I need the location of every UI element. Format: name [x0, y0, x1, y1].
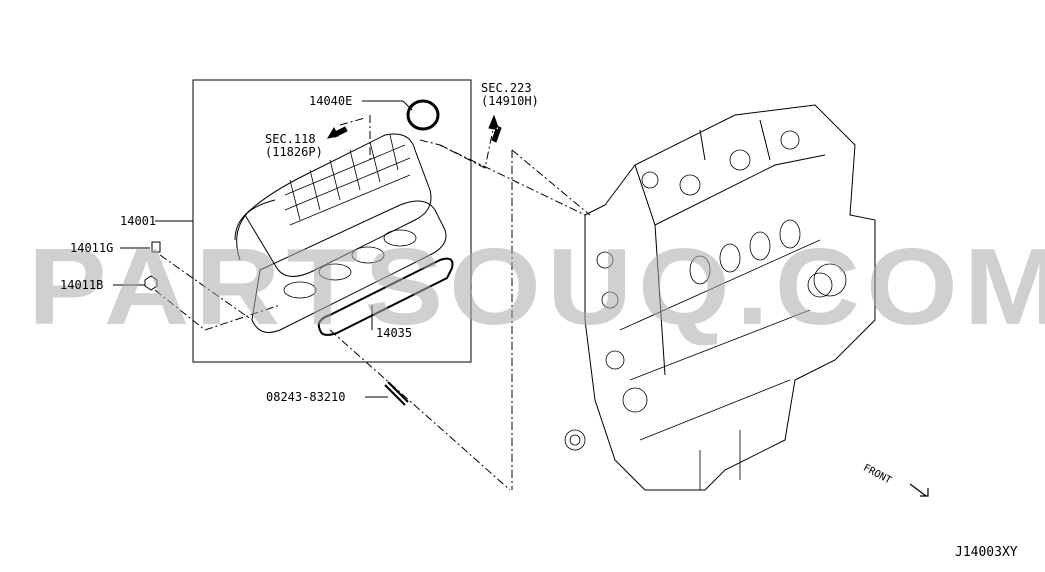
label-sec118-ref[interactable]: (11826P)	[265, 145, 323, 159]
bolt-14011g	[151, 241, 161, 253]
arrow-sec118-icon	[326, 126, 348, 139]
arrow-sec223-icon	[488, 114, 502, 143]
gasket-ring-14040e	[406, 99, 440, 131]
intake-manifold-14001	[234, 133, 447, 333]
label-14035[interactable]: 14035	[376, 326, 413, 340]
front-arrow-icon	[909, 483, 929, 497]
label-sec118[interactable]: SEC.118	[265, 132, 316, 146]
gasket-14035	[317, 257, 454, 336]
stud-08243	[384, 381, 409, 406]
label-14040e[interactable]: 14040E	[309, 94, 353, 108]
label-08243-83210[interactable]: 08243-83210	[266, 390, 346, 404]
nut-14011b	[144, 275, 158, 291]
diagram-code: J14003XY	[955, 545, 1018, 560]
label-sec223[interactable]: SEC.223	[481, 81, 532, 95]
engine-block	[564, 104, 876, 491]
label-14011b[interactable]: 14011B	[60, 278, 104, 292]
label-sec223-ref[interactable]: (14910H)	[481, 94, 539, 108]
watermark: PARTSOUQ.COM	[28, 226, 1045, 348]
label-14001[interactable]: 14001	[120, 214, 157, 228]
label-14011g[interactable]: 14011G	[70, 241, 114, 255]
